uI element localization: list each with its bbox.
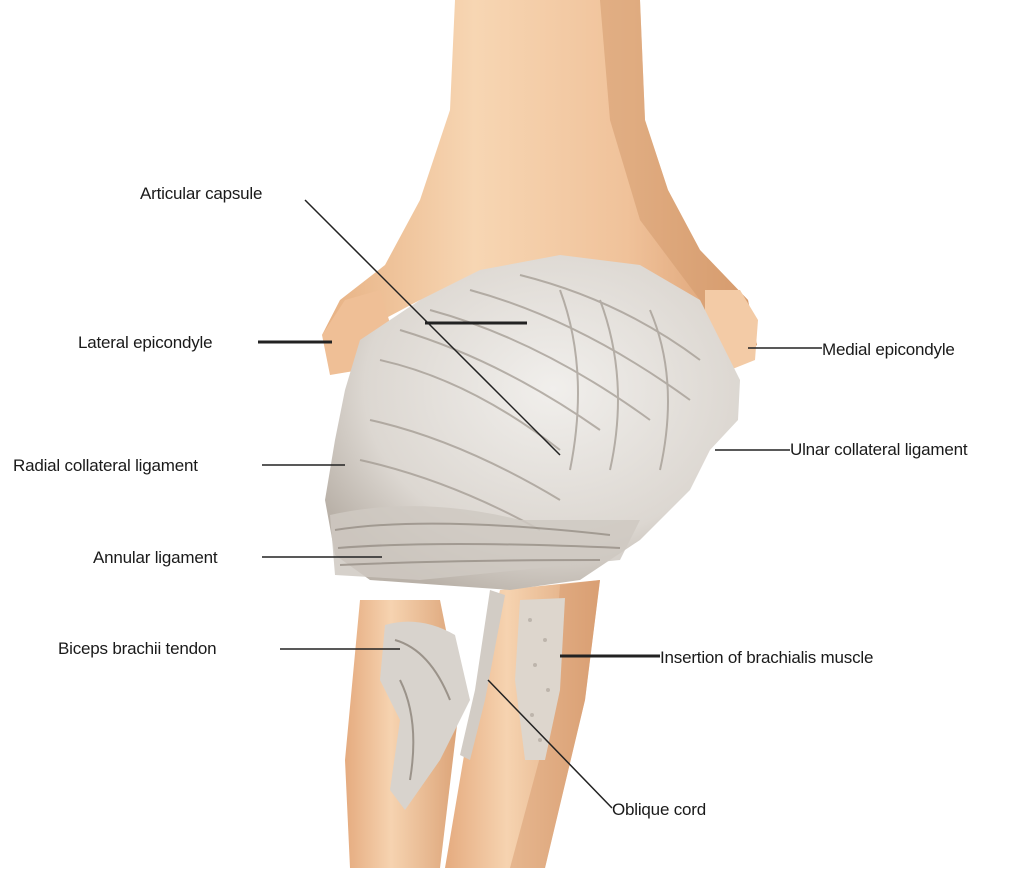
label-oblique-cord: Oblique cord bbox=[612, 800, 706, 820]
label-insertion-of-brachialis-muscle: Insertion of brachialis muscle bbox=[660, 648, 873, 668]
label-lateral-epicondyle: Lateral epicondyle bbox=[78, 333, 212, 353]
label-medial-epicondyle: Medial epicondyle bbox=[822, 340, 955, 360]
label-annular-ligament: Annular ligament bbox=[93, 548, 217, 568]
label-articular-capsule: Articular capsule bbox=[140, 184, 262, 204]
label-radial-collateral-ligament: Radial collateral ligament bbox=[13, 456, 198, 476]
label-ulnar-collateral-ligament: Ulnar collateral ligament bbox=[790, 440, 967, 460]
label-biceps-brachii-tendon: Biceps brachii tendon bbox=[58, 639, 216, 659]
